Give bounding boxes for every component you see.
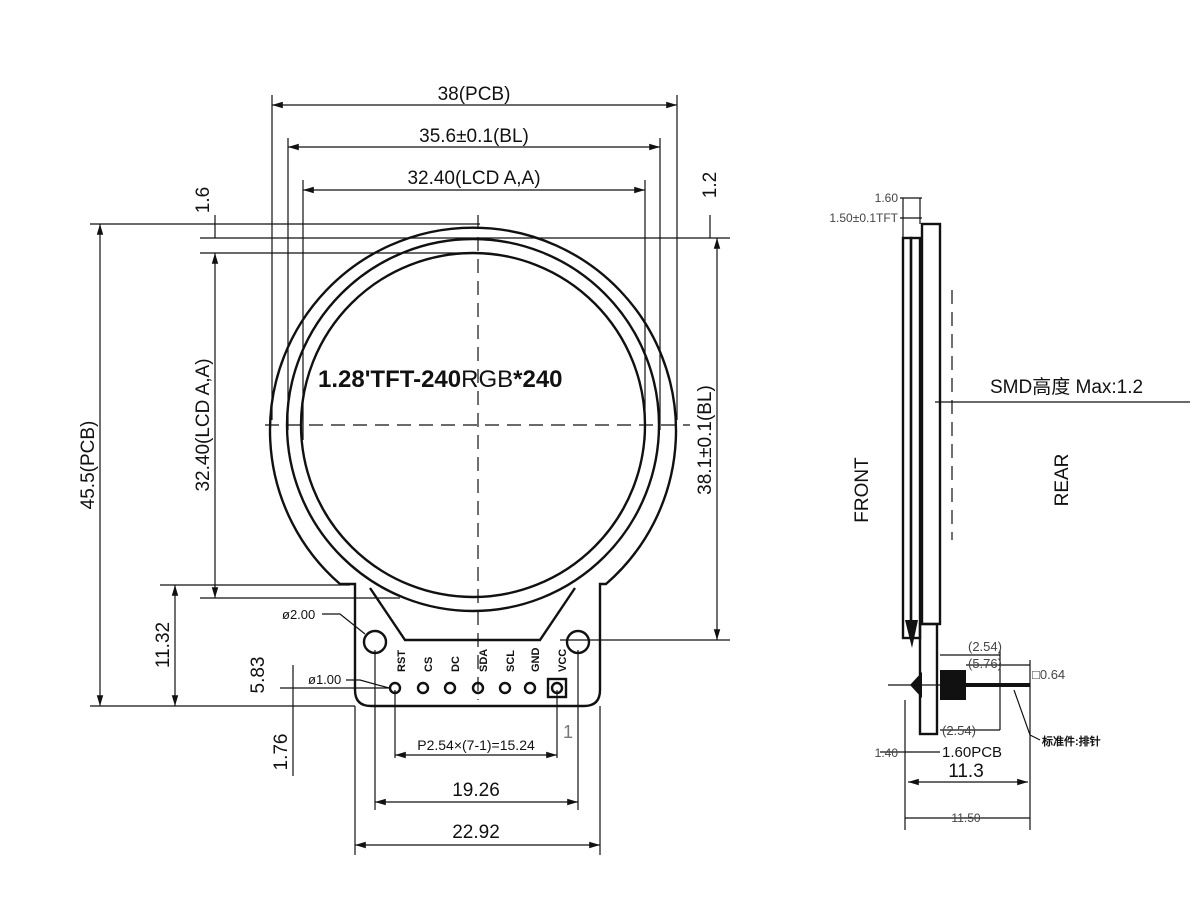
dim-overall-depth: 11.50: [951, 811, 980, 825]
dim-lcd-width: 32.40(LCD A,A): [407, 168, 540, 189]
dim-tab-height: 11.32: [153, 622, 174, 668]
pcb-outline: [268, 226, 678, 708]
dim-pin-hole: ø1.00: [308, 672, 341, 687]
dim-tft-thickness: 1.50±0.1TFT: [829, 211, 898, 225]
pin-label-sda: SDA: [478, 649, 490, 672]
pin1-marker: 1: [563, 722, 573, 742]
mount-hole-left: [362, 629, 388, 655]
dim-lcd-height: 32.40(LCD A,A): [193, 358, 214, 491]
smd-height-note: SMD高度 Max:1.2: [990, 376, 1143, 398]
pin-label-cs: CS: [423, 657, 435, 672]
front-label: FRONT: [852, 457, 873, 523]
side-view-body: [888, 222, 1030, 736]
dim-total-thickness: 1.60: [875, 191, 899, 205]
part-note: 标准件:排针: [1041, 734, 1101, 748]
pin-label-dc: DC: [450, 656, 462, 672]
dim-pin-length: (5.76): [968, 656, 1002, 671]
display-title: 1.28'TFT-240RGB*240: [318, 366, 563, 393]
dim-bl-width: 35.6±0.1(BL): [419, 126, 529, 147]
dim-pin-pitch-top: (2.54): [968, 639, 1002, 654]
dim-tab-width: 22.92: [452, 822, 500, 843]
dim-pcb-width: 38(PCB): [438, 84, 511, 105]
mount-hole-right: [565, 629, 591, 655]
dim-top-gap-left: 1.6: [193, 187, 214, 213]
pin-label-vcc: VCC: [557, 649, 569, 672]
dim-hole-spacing: 19.26: [452, 780, 500, 801]
dim-pin-bottom: 1.76: [271, 734, 292, 771]
dim-mount-hole: ø2.00: [282, 607, 315, 622]
dim-pcb-thickness: 1.60PCB: [942, 744, 1002, 761]
dim-pin-square: □0.64: [1032, 667, 1065, 682]
pin-label-gnd: GND: [530, 648, 542, 673]
dim-pin-offset: 5.83: [248, 657, 269, 694]
dim-pcb-height: 45.5(PCB): [78, 421, 99, 510]
rear-label: REAR: [1052, 454, 1073, 507]
dim-pitch: P2.54×(7-1)=15.24: [417, 737, 535, 753]
pin-label-scl: SCL: [505, 650, 517, 672]
dim-top-gap-right: 1.2: [700, 172, 721, 198]
dim-bl-height: 38.1±0.1(BL): [695, 385, 716, 495]
pin-labels: RST CS DC SDA SCL GND VCC: [396, 648, 569, 673]
pin-label-rst: RST: [396, 650, 408, 672]
dim-pin-pitch-bottom: (2.54): [942, 723, 976, 738]
dim-left-offset: 1.40: [875, 746, 899, 760]
dim-depth: 11.3: [948, 761, 984, 782]
